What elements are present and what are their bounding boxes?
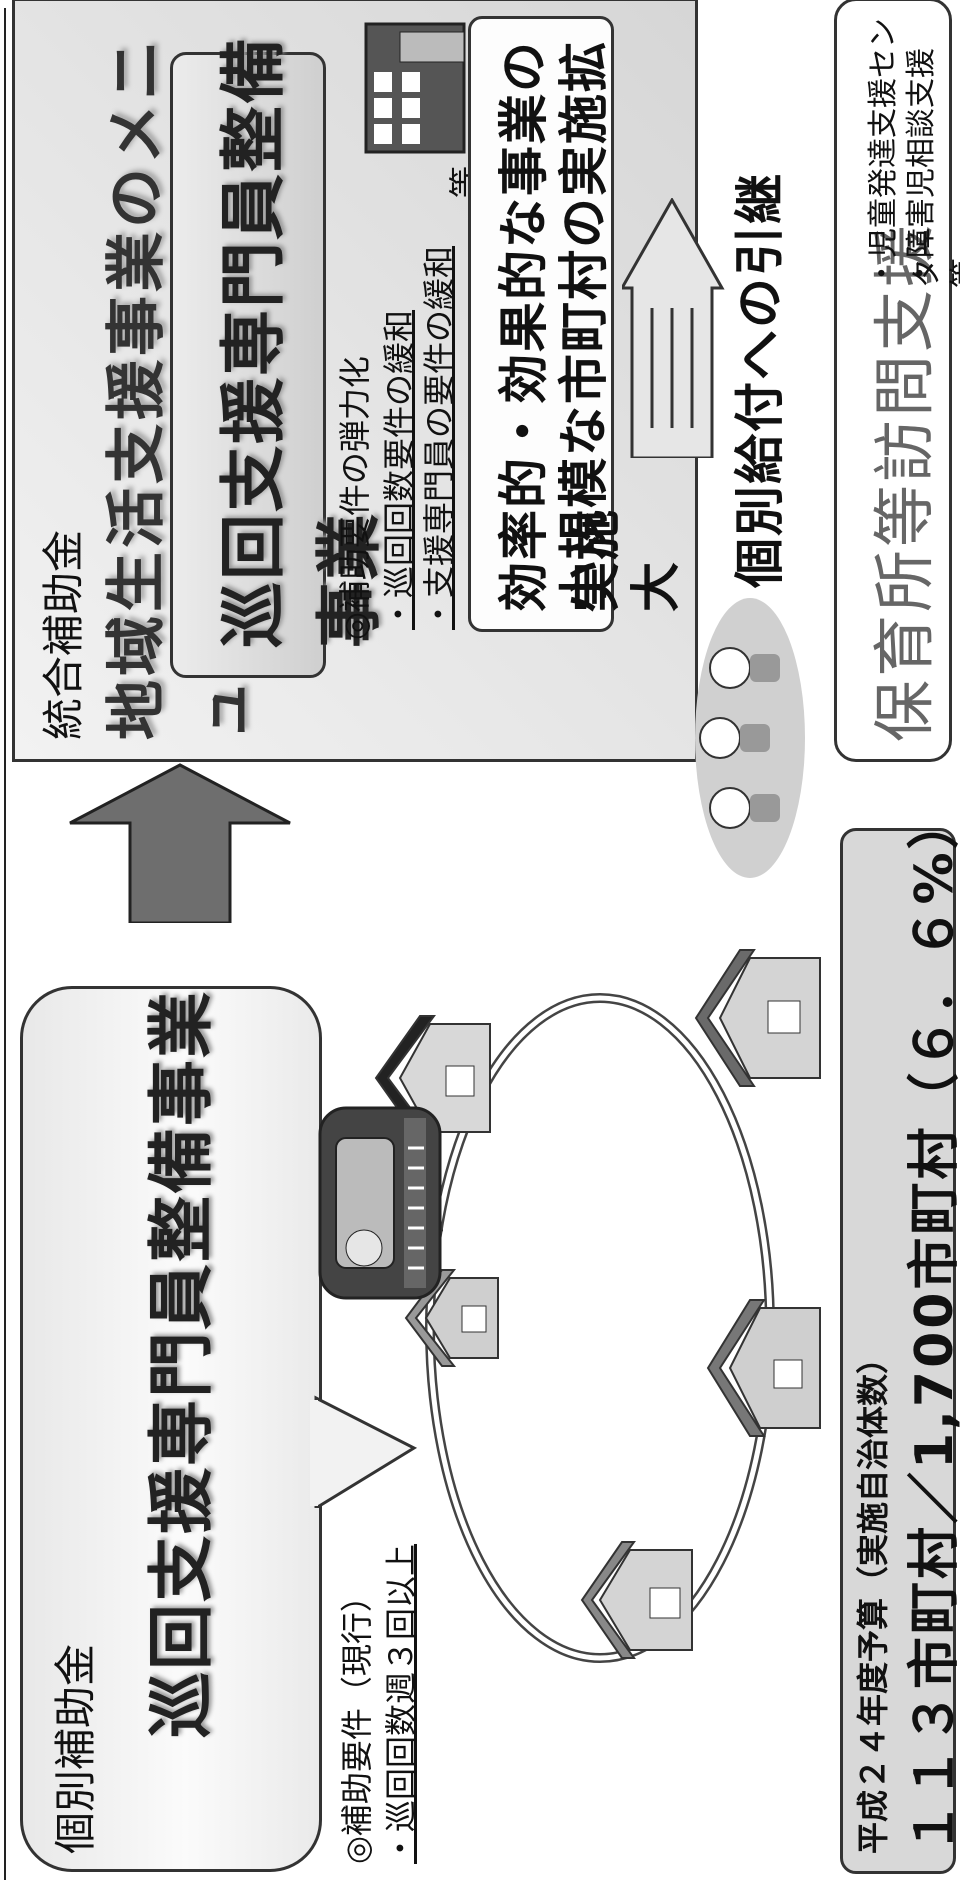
top-frame-line <box>4 8 12 1880</box>
bubble-tail <box>310 1395 418 1508</box>
nursery-visit-title: 保育所等訪問支援 <box>868 221 941 742</box>
transfer-arrow-icon <box>622 198 725 458</box>
house-icon <box>580 1541 693 1659</box>
flex-heading: ◎補助要件の弾力化 <box>336 356 374 640</box>
circuit-ring-illustration <box>318 949 821 1663</box>
flex-item-visits-text: ・巡回回数要件の緩和 <box>380 309 418 630</box>
transfer-label: 個別給付への引継 <box>731 172 789 588</box>
budget-figures: １１３市町村／1,700市町村（６．６%） <box>905 794 960 1854</box>
transition-arrow-icon <box>69 763 291 923</box>
building-icon <box>364 22 466 154</box>
integrated-subsidy-label: 統合補助金 <box>39 529 88 740</box>
house-icon <box>706 1299 821 1437</box>
individual-subsidy-label: 個別補助金 <box>51 1643 100 1854</box>
budget-heading: 平成２４年度予算（実施自治体数） <box>854 1341 892 1854</box>
car-icon <box>318 1106 442 1300</box>
visit-sub-item-2: ・障害児相談支援 等 <box>904 18 960 288</box>
nursery-children-illustration <box>695 598 805 878</box>
house-icon <box>694 949 821 1087</box>
flex-item-staff: ・支援専門員の要件の緩和 <box>414 246 460 630</box>
flex-item-staff-text: ・支援専門員の要件の緩和 <box>420 245 458 630</box>
individual-project-title: 巡回支援専門員整備事業 <box>143 990 220 1738</box>
